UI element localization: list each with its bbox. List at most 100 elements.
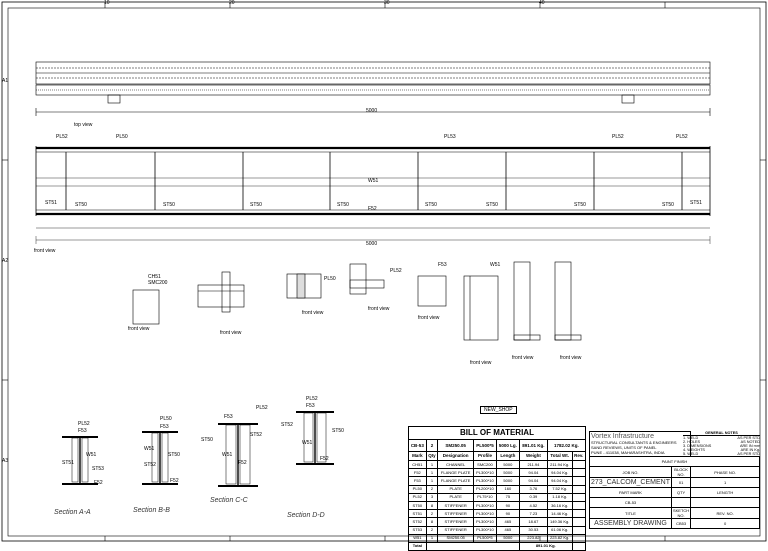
web-detail-label: W51: [490, 262, 501, 268]
bom-cell: CHANNEL: [437, 459, 475, 470]
bom-cell: 149.36 Kg.: [546, 517, 573, 527]
stiffener-label: ST50: [250, 202, 262, 208]
web-label: W51: [368, 178, 379, 184]
section-d-label: W51: [302, 440, 313, 446]
company-line: SAND REVIEWS, UNITS OF PANEL: [591, 445, 657, 450]
detail-front-view-caption: front view: [368, 306, 390, 312]
section-a-a-drawing: [62, 436, 98, 485]
bom-cell: F52: [408, 468, 427, 478]
bom-cell: PL300*10: [473, 468, 497, 478]
bom-cell: PL300*10: [473, 509, 497, 519]
plate-label: PL50: [116, 134, 128, 140]
section-c-label: ST50: [201, 437, 213, 443]
plate-detail-label: PL52: [390, 268, 402, 274]
detail-front-view-caption: front view: [560, 355, 582, 361]
phase-no-value: 1: [690, 477, 760, 488]
bom-cell: F53: [408, 476, 427, 486]
bom-cell: SMC200: [473, 459, 497, 470]
stiffener-label: ST50: [75, 202, 87, 208]
column-header: Length: [495, 451, 520, 461]
bom-cell: CH51: [408, 459, 427, 470]
job-no-label: JOB NO.: [589, 466, 672, 478]
section-c-label: ST52: [250, 432, 262, 438]
bom-cell: [571, 468, 586, 478]
company-name: Vortex Infrastructure: [591, 433, 655, 440]
section-a-label: F53: [78, 428, 87, 434]
rev-no-label: REV. NO.: [690, 507, 760, 519]
zone-letter: A3: [2, 458, 9, 464]
stiffener-label: ST50: [425, 202, 437, 208]
bom-cell: 160: [495, 484, 520, 494]
section-b-label: ST52: [144, 462, 156, 468]
section-b-label: PL50: [160, 416, 172, 422]
bom-cell: ST53: [408, 525, 427, 535]
bom-cell: 94.04: [518, 476, 548, 486]
channel-profile: SMC200: [148, 280, 168, 286]
front-view-caption: front view: [34, 248, 56, 254]
bom-cell: STIFFENER: [437, 525, 475, 535]
section-a-caption: Section A-A: [54, 509, 91, 516]
overall-dimension: 5000: [366, 241, 378, 247]
plate-label: PL52: [676, 134, 688, 140]
bom-cell: [571, 500, 586, 511]
bom-cell: 3.76: [518, 484, 548, 494]
bom-cell: PLATE: [437, 492, 475, 502]
note-value: ARE IN mm: [739, 444, 760, 448]
bom-cell: [571, 476, 586, 486]
column-header: Designation: [437, 451, 475, 461]
column-header: Profile: [473, 451, 497, 461]
bom-header-cell: 891.01 Kg.: [518, 439, 548, 452]
overall-dimension: 5000: [366, 108, 378, 114]
bom-cell: FLANGE PLATE: [437, 476, 475, 486]
company-cell: Vortex Infrastructure STRUCTURAL CONSULT…: [588, 431, 692, 457]
part-mark-label: PART MARK: [589, 487, 672, 498]
title-label: TITLE: [589, 507, 672, 519]
bom-cell: PL52: [408, 492, 427, 502]
bom-cell: PL300*10: [473, 517, 497, 527]
note-item: 1. WELD: [683, 436, 699, 440]
bom-cell: [571, 525, 586, 535]
bom-cell: [571, 459, 586, 470]
bom-cell: 5000: [495, 533, 520, 543]
bom-cell: PL50: [408, 484, 427, 494]
bom-cell: 14.46 Kg.: [546, 509, 573, 519]
bom-cell: 36.16 Kg.: [546, 500, 573, 511]
bom-cell: SM250.05: [437, 533, 475, 543]
bom-cell: 2: [425, 509, 439, 519]
bom-cell: [571, 509, 586, 519]
bom-cell: STIFFENER: [437, 517, 475, 527]
bom-header-cell: CB-53: [408, 439, 427, 452]
column-header: Rev.: [571, 451, 586, 461]
stiffener-label: ST51: [690, 200, 702, 206]
section-c-label: W51: [222, 452, 233, 458]
section-a-label: W51: [86, 452, 97, 458]
part-mark-value: CB-53: [589, 497, 672, 508]
bom-total-row: Total 891.01 Kg.: [408, 541, 586, 551]
bom-cell: [571, 533, 586, 543]
bom-cell: 1: [425, 468, 439, 478]
bom-cell: [571, 484, 586, 494]
bom-cell: STIFFENER: [437, 509, 475, 519]
bom-cell: 5000: [495, 468, 520, 478]
section-d-caption: Section D-D: [287, 512, 325, 519]
detail-front-view-caption: front view: [302, 310, 324, 316]
bom-cell: 1.18 Kg.: [546, 492, 573, 502]
bom-cell: 2: [425, 484, 439, 494]
detail-front-view-caption: front view: [470, 360, 492, 366]
bom-cell: 5000: [495, 459, 520, 470]
bom-cell: ST51: [408, 509, 427, 519]
bom-cell: 211.94: [518, 459, 548, 470]
company-line: STRUCTURAL CONSULTANTS & ENGINEERS: [591, 440, 677, 445]
section-d-d-drawing: [296, 411, 334, 465]
detail-front-view-caption: front view: [418, 315, 440, 321]
bom-cell: 223.82: [518, 533, 548, 543]
note-value: AS NOTED: [740, 440, 760, 444]
bom-title: BILL OF MATERIAL: [408, 426, 586, 440]
